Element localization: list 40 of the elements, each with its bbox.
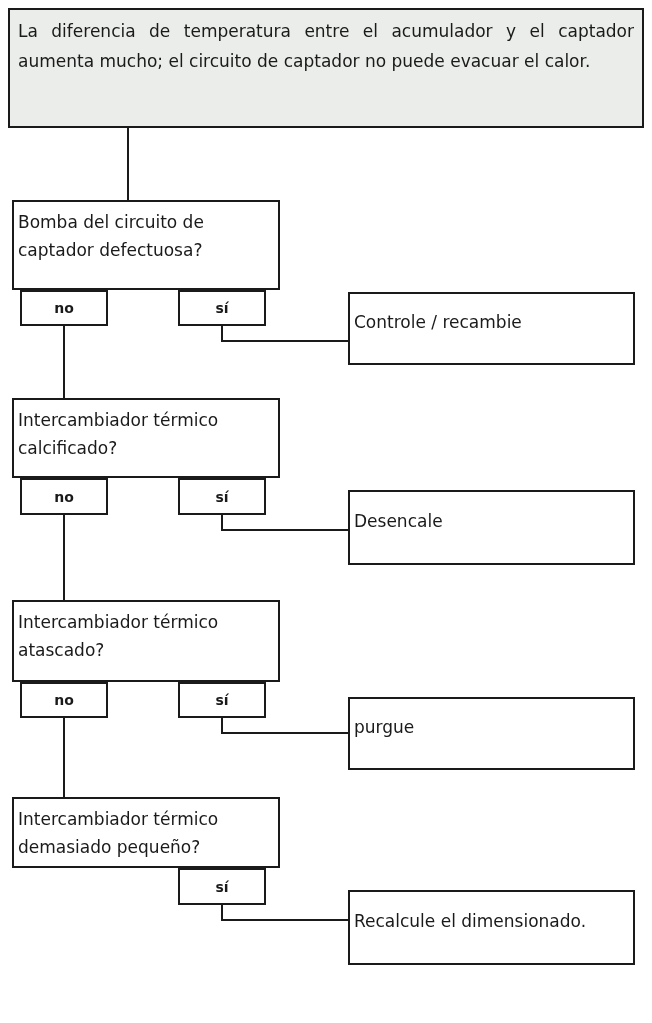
question-box [12, 200, 280, 290]
box-text: Recalcule el dimensionado. [354, 909, 588, 933]
question-box [12, 398, 280, 478]
answer-label: sí [215, 487, 229, 507]
answer-label: sí [215, 691, 229, 710]
answer-box [20, 478, 108, 515]
box-text: Intercambiador térmico calcificado? [18, 409, 220, 460]
connector-line [127, 127, 129, 201]
action-box [348, 890, 635, 965]
box-text: Intercambiador térmico atascado? [18, 611, 220, 662]
answer-label: sí [215, 877, 229, 897]
question-box [12, 797, 280, 868]
answer-box [178, 290, 266, 326]
answer-box [20, 682, 108, 718]
problem-box [8, 8, 644, 128]
connector-line [221, 325, 349, 342]
answer-label: sí [215, 299, 229, 318]
box-text: Controle / recambie [354, 310, 523, 334]
box-text: La diferencia de temperatura entre el acumulador y el captador aumenta mucho; el circuito de captador no puede evacuar el calor. [18, 20, 634, 73]
connector-line [221, 904, 349, 921]
answer-label: no [54, 691, 74, 710]
question-box [12, 600, 280, 682]
connector-line [221, 514, 349, 531]
answer-box [20, 290, 108, 326]
action-box [348, 490, 635, 565]
action-box [348, 697, 635, 770]
answer-box [178, 682, 266, 718]
box-text: purgue [354, 715, 416, 739]
answer-box [178, 868, 266, 905]
box-text: Desencale [354, 509, 444, 533]
answer-box [178, 478, 266, 515]
box-text: Intercambiador térmico demasiado pequeño? [18, 808, 220, 859]
connector-line [63, 325, 65, 399]
action-box [348, 292, 635, 365]
connector-line [221, 717, 349, 734]
answer-label: no [54, 299, 74, 318]
connector-line [63, 514, 65, 601]
box-text: Bomba del circuito de captador defectuosa? [18, 211, 205, 262]
answer-label: no [54, 487, 74, 507]
connector-line [63, 717, 65, 798]
